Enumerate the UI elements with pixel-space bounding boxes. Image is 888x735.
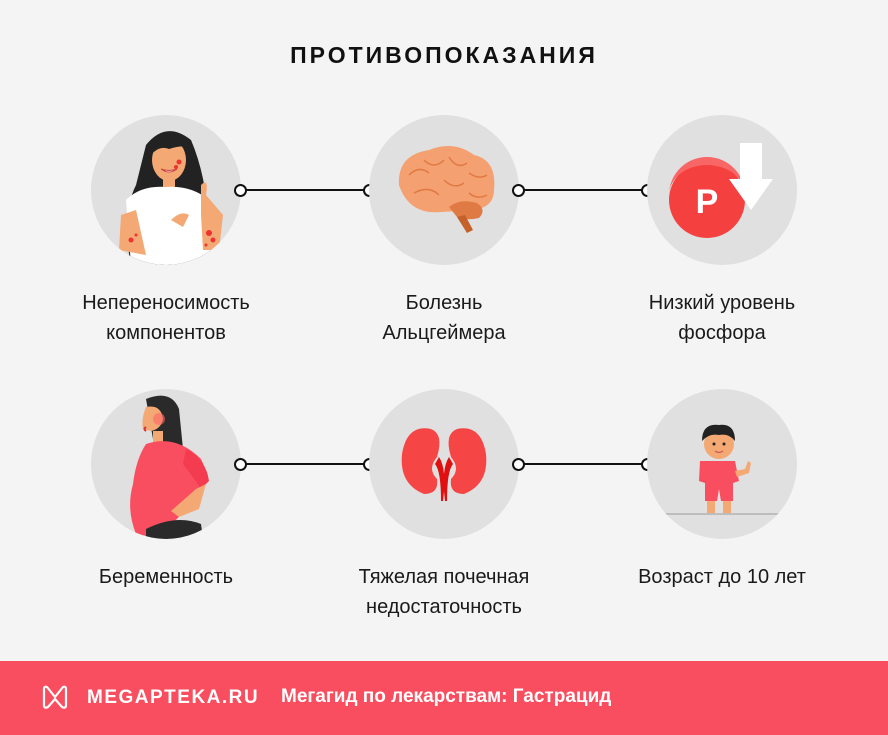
item-label-pregnancy: Беременность <box>36 562 296 592</box>
connector-line <box>246 189 364 191</box>
item-label-alzheimer: Болезнь Альцгеймера <box>314 288 574 348</box>
svg-text:P: P <box>696 183 719 221</box>
label-line: Тяжелая почечная <box>358 566 530 588</box>
label-line: Альцгеймера <box>382 322 506 344</box>
brand-name[interactable]: MEGAPTEKA.RU <box>87 687 260 708</box>
label-line: недостаточность <box>366 596 522 618</box>
connector-line <box>524 463 642 465</box>
item-label-renal-failure: Тяжелая почечная недостаточность <box>314 562 574 622</box>
pregnant-woman-icon <box>91 389 241 539</box>
allergic-woman-icon <box>91 115 241 265</box>
item-label-phosphorus: Низкий уровень фосфора <box>592 288 852 348</box>
item-label-age: Возраст до 10 лет <box>592 562 852 592</box>
label-line: Низкий уровень <box>648 292 796 314</box>
phosphorus-down-icon: P <box>647 115 797 265</box>
footer-bar: MEGAPTEKA.RU Мегагид по лекарствам: Гаст… <box>0 661 888 735</box>
connector-line <box>524 189 642 191</box>
label-line: компонентов <box>106 322 226 344</box>
label-line: Возраст до 10 лет <box>638 566 806 588</box>
footer-tagline: Мегагид по лекарствам: Гастрацид <box>281 686 612 707</box>
page-title: ПРОТИВОПОКАЗАНИЯ <box>290 42 598 68</box>
label-line: Болезнь <box>405 292 483 314</box>
kidneys-icon <box>369 389 519 539</box>
label-line: Беременность <box>98 566 234 588</box>
item-label-intolerance: Непереносимость компонентов <box>36 288 296 348</box>
brain-icon <box>369 115 519 265</box>
label-line: Непереносимость <box>82 292 250 314</box>
label-line: фосфора <box>678 322 766 344</box>
megapteka-logo-icon <box>42 685 68 709</box>
connector-line <box>246 463 364 465</box>
child-icon <box>647 389 797 539</box>
